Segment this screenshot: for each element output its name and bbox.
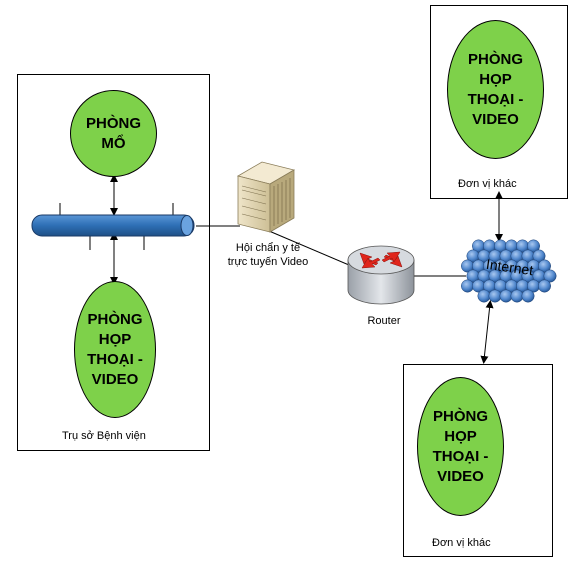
cloud-bubble [477,289,491,303]
link-server-to-router [261,227,357,269]
cloud-bubble [538,259,551,273]
server-label-line1: Hội chẩn y tế [236,242,300,254]
remote-bottom-video-room: PHÒNG HỌP THOẠI - VIDEO [417,377,504,516]
bus-ticks [59,203,174,250]
remote-unit-bottom-caption: Đơn vị khác [432,537,491,549]
cloud-bubble [538,279,551,293]
server-icon [236,161,296,233]
hospital-caption: Trụ sở Bệnh viện [62,430,146,442]
cloud-bubble [532,249,546,263]
remote-top-video-room: PHÒNG HỌP THOẠI - VIDEO [447,20,544,159]
cloud-bubble [521,289,535,303]
cloud-bubble [527,239,540,253]
internet-label: Internet [485,256,534,278]
cloud-bubble [488,289,502,303]
router-icon [347,245,415,305]
server-label-line2: trực tuyến Video [228,256,309,268]
cloud-bubble [543,269,557,283]
operating-room: PHÒNG MỔ [70,90,157,177]
cloud-bubble [499,289,513,303]
internet-cloud [461,239,557,303]
hospital-video-room: PHÒNG HỌP THOẠI - VIDEO [74,281,156,418]
remote-bottom-video-room-label: PHÒNG HỌP THOẠI - VIDEO [432,407,489,485]
router-label: Router [367,315,400,327]
cloud-bubble [461,279,474,293]
remote-top-video-room-label: PHÒNG HỌP THOẠI - VIDEO [467,50,524,128]
hospital-video-room-label: PHÒNG HỌP THOẠI - VIDEO [87,310,143,388]
cloud-bubble [510,289,524,303]
operating-room-label: PHÒNG MỔ [85,114,141,152]
remote-unit-top-caption: Đơn vị khác [458,178,517,190]
arrow-internet-to-bottom-unit [480,300,494,364]
network-bus [31,214,195,237]
